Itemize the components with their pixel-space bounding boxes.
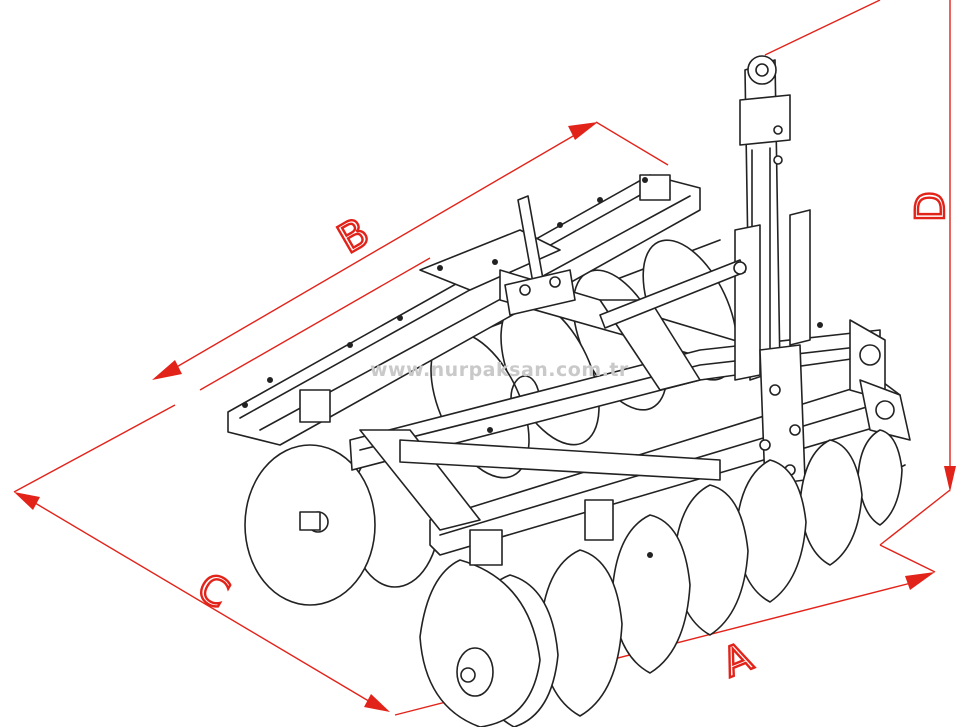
front-disc-gang [419,429,906,727]
dimension-d-extension [764,0,881,56]
watermark-text: www.nurpaksan.com.tr [370,359,629,381]
dimension-d-label: D [908,191,954,222]
dimension-b-extension-right [595,121,669,166]
dimension-b-line [167,131,581,373]
dimension-c-label: C [190,564,237,618]
dimension-b-arrow-right [568,122,598,140]
dimension-b-arrow-left [152,360,182,380]
center-lever [504,195,576,316]
harrow-drawing [227,55,911,727]
frame-bolts [242,174,823,566]
dimension-c-arrow-bottom [364,694,390,712]
dimension-d-arrow [944,466,956,492]
dimension-a-arrow-right [905,572,935,590]
dimension-b-extension-left [199,257,431,391]
dimension-a-extension-2 [879,489,951,546]
hitch-mast [599,55,911,486]
dimension-c-line [29,499,373,704]
dimension-c-arrow-top [14,492,40,510]
dimension-a-extension [879,544,936,573]
dimension-c-extension [13,404,176,493]
dimension-a-label: A [716,634,759,687]
